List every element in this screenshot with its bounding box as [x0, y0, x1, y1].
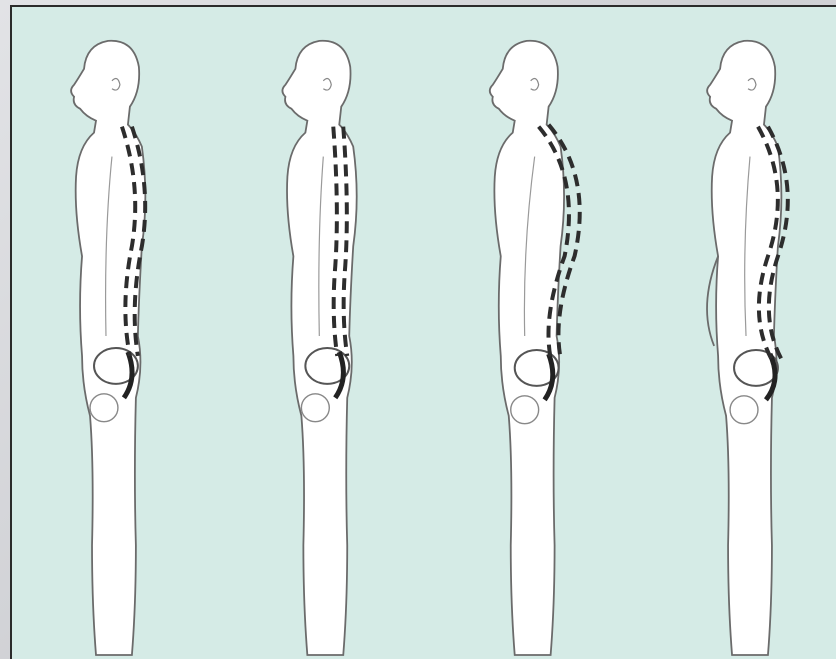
figure-normal-posture [71, 41, 145, 655]
posture-diagram-panel [10, 5, 836, 659]
posture-diagram [12, 7, 836, 659]
figure-lordotic-posture [707, 41, 788, 655]
figure-kyphotic-posture [490, 41, 580, 655]
figure-flat-back [282, 41, 356, 655]
